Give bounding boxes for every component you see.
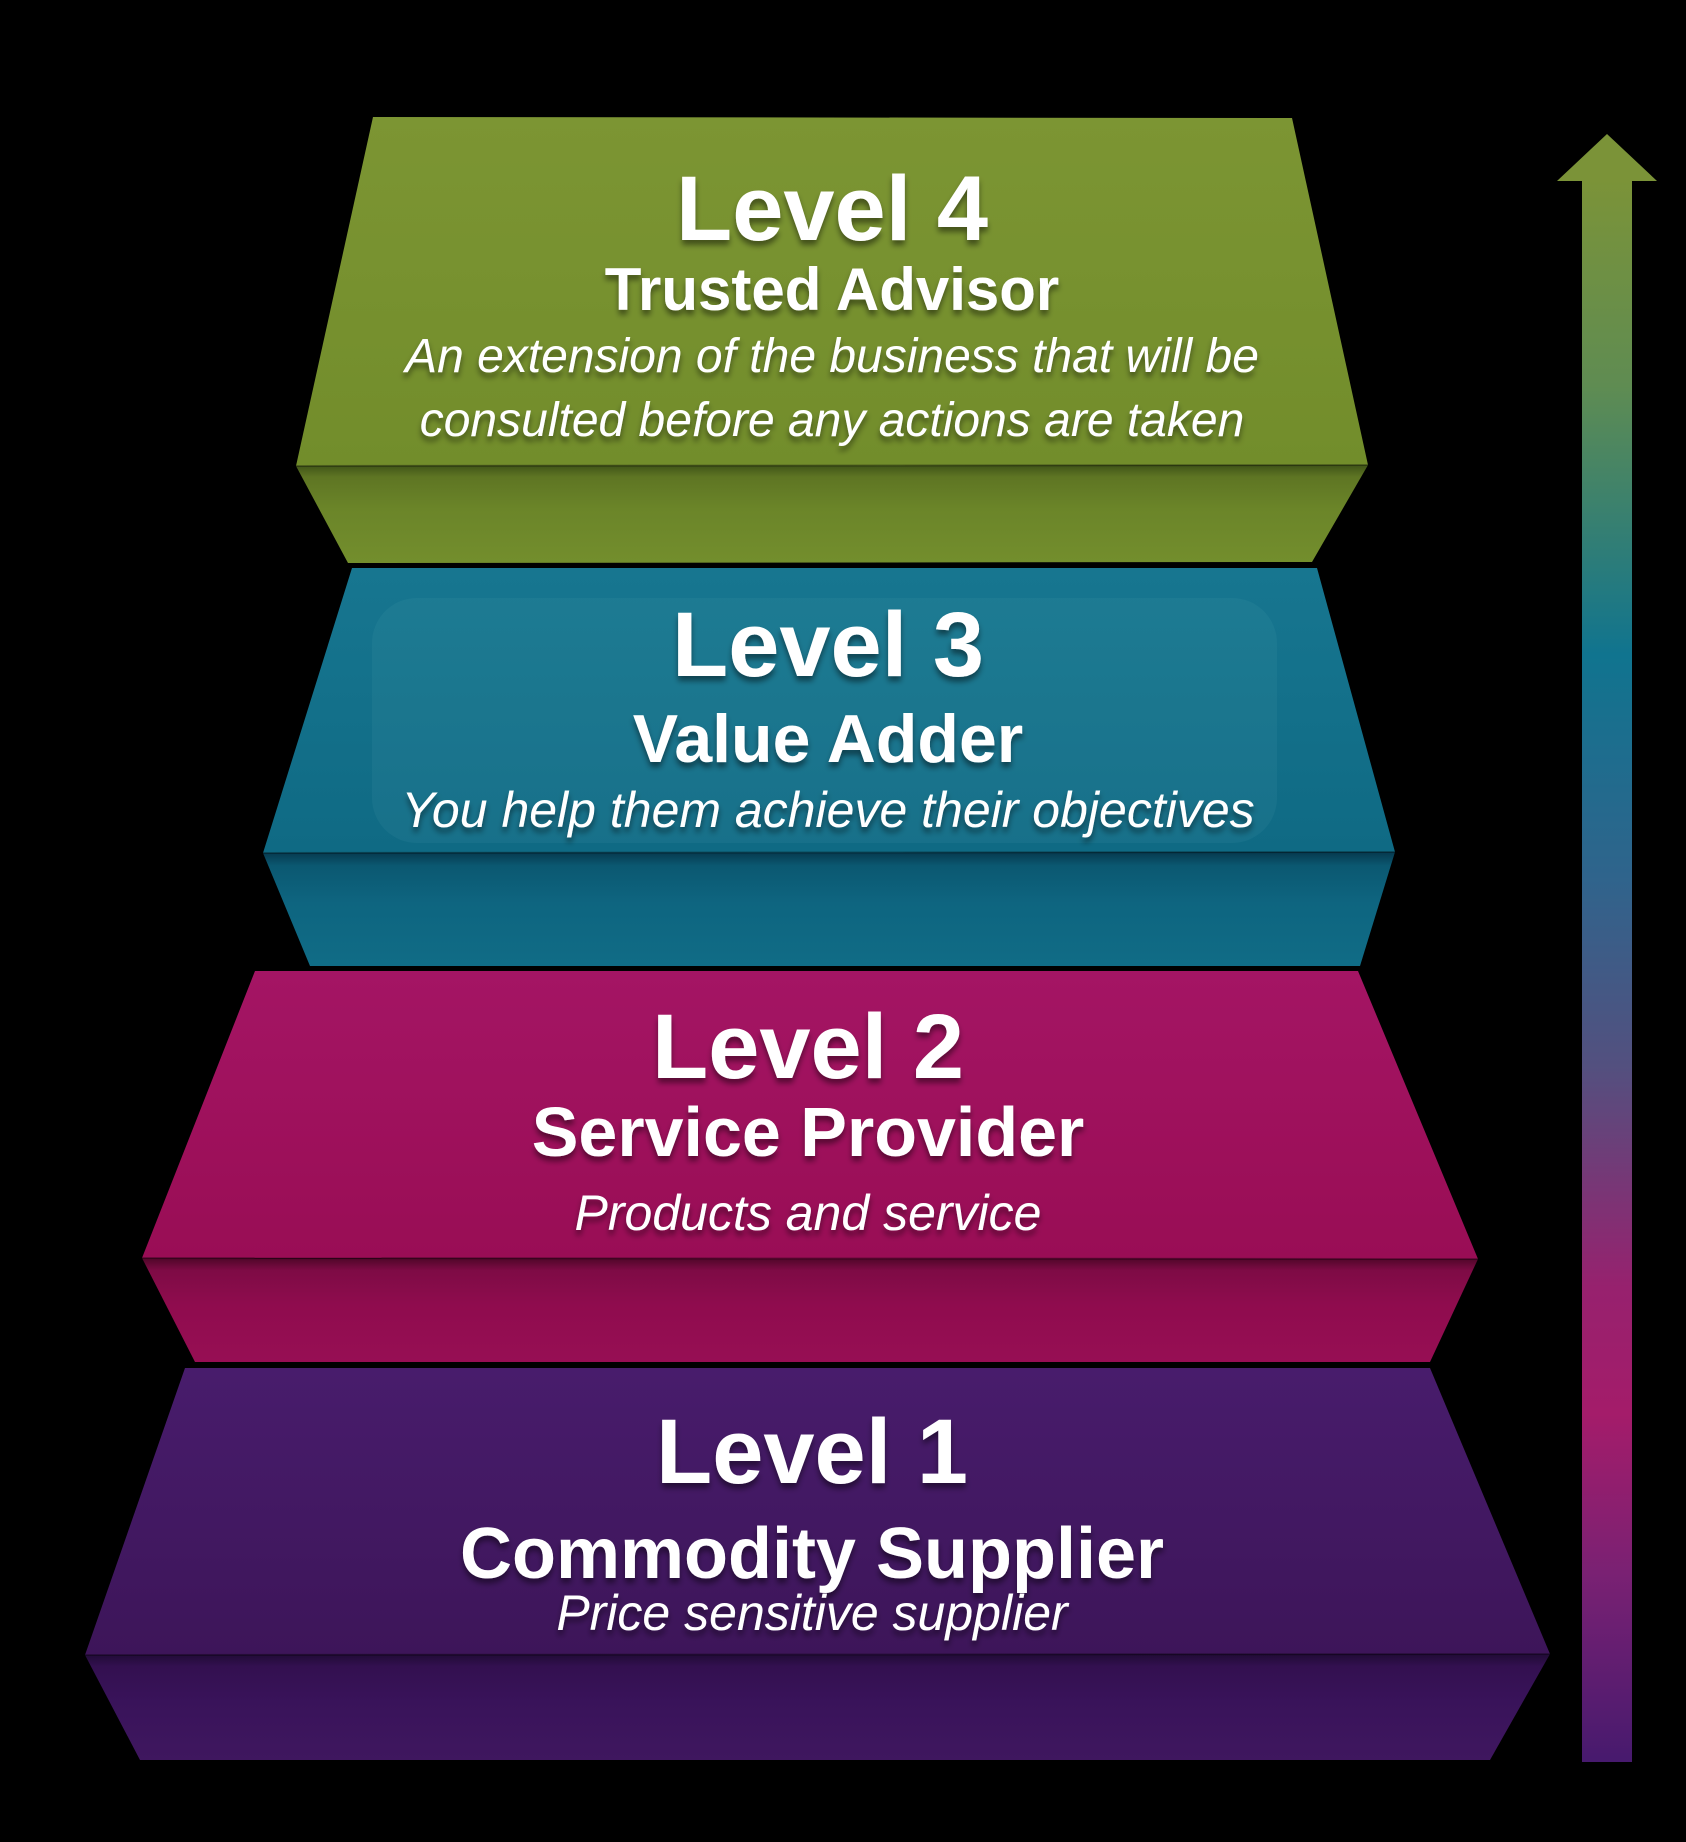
level-4-description-line-1: An extension of the business that will b… xyxy=(402,330,1259,383)
level-3-crease xyxy=(262,851,1396,854)
level-1-block: Level 1 Commodity Supplier Price sensiti… xyxy=(84,1368,1551,1760)
level-1-role: Commodity Supplier xyxy=(460,1514,1164,1594)
level-3-block: Level 3 Value Adder You help them achiev… xyxy=(262,568,1396,966)
level-4-role: Trusted Advisor xyxy=(605,256,1060,323)
level-2-description-line-1: Products and service xyxy=(575,1185,1042,1241)
level-1-front-face xyxy=(85,1654,1550,1760)
level-4-block: Level 4 Trusted Advisor An extension of … xyxy=(295,117,1369,563)
level-4-face xyxy=(296,117,1368,466)
arrow-head-icon xyxy=(1557,134,1657,181)
level-1-face xyxy=(85,1368,1550,1655)
arrow-shaft xyxy=(1582,180,1632,1762)
level-2-title: Level 2 xyxy=(652,996,964,1098)
level-1-title: Level 1 xyxy=(656,1401,968,1503)
level-4-title: Level 4 xyxy=(676,158,988,260)
level-2-crease xyxy=(141,1257,1479,1260)
level-3-front-face xyxy=(263,852,1395,966)
level-4-front-face xyxy=(296,465,1368,563)
level-4-crease xyxy=(295,464,1369,467)
level-4-description-line-2: consulted before any actions are taken xyxy=(420,394,1245,447)
level-2-role: Service Provider xyxy=(532,1093,1085,1171)
level-3-face xyxy=(263,568,1395,853)
level-3-title: Level 3 xyxy=(672,594,984,696)
level-3-description-line-1: You help them achieve their objectives xyxy=(401,782,1254,838)
level-3-role: Value Adder xyxy=(633,701,1024,777)
level-2-block: Level 2 Service Provider Products and se… xyxy=(141,971,1479,1362)
ascending-value-arrow xyxy=(1557,134,1657,1762)
level-1-description-line-1: Price sensitive supplier xyxy=(556,1585,1070,1641)
level-1-crease xyxy=(84,1653,1551,1656)
level-2-front-face xyxy=(142,1258,1478,1362)
level-3-sheen xyxy=(372,598,1277,843)
level-2-face xyxy=(142,971,1478,1259)
